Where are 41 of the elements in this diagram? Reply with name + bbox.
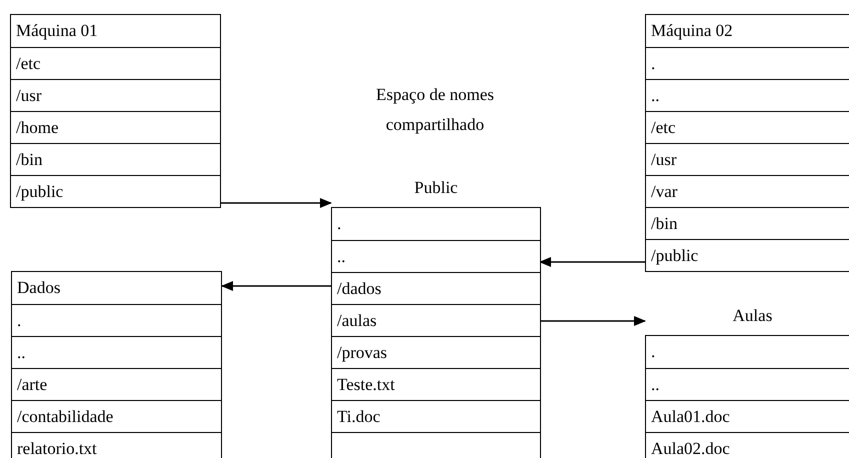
table-header-cell-text: Máquina 01 xyxy=(15,20,99,42)
table-row: .. xyxy=(12,336,221,368)
table-header-cell-text: Dados xyxy=(16,277,62,299)
table-row: .. xyxy=(646,368,849,400)
table-row: Aula02.doc xyxy=(646,432,849,458)
table-row: /home xyxy=(11,111,220,143)
table-row: /contabilidade xyxy=(12,400,221,432)
table-row: /dados xyxy=(332,272,540,304)
caption-text: Espaço de nomes compartilhado xyxy=(374,84,496,136)
table-heading: Public xyxy=(413,177,459,199)
table-row: . xyxy=(646,336,849,368)
table-row: Ti.doc xyxy=(332,400,540,432)
table-row: /provas xyxy=(332,336,540,368)
arrow xyxy=(220,198,332,208)
table-header-cell-text: Máquina 02 xyxy=(650,20,734,42)
table-heading: Aulas xyxy=(732,305,774,327)
table-row: /etc xyxy=(646,111,849,143)
table-row: /bin xyxy=(11,143,220,175)
arrow xyxy=(540,316,646,326)
directory-table xyxy=(645,14,849,272)
table-row: Teste.txt xyxy=(332,368,540,400)
directory-table xyxy=(11,271,222,458)
table-row: .. xyxy=(646,79,849,111)
arrow xyxy=(539,257,646,267)
table-row: /bin xyxy=(646,207,849,239)
directory-table xyxy=(10,14,221,208)
table-row: . xyxy=(332,208,540,240)
table-row: /aulas xyxy=(332,304,540,336)
table-row: .. xyxy=(332,240,540,272)
table-row: . xyxy=(12,304,221,336)
table-row: /arte xyxy=(12,368,221,400)
table-row: Aula01.doc xyxy=(646,400,849,432)
arrow xyxy=(221,281,332,291)
table-row: /public xyxy=(11,175,220,207)
table-row: /public xyxy=(646,239,849,271)
table-row: /var xyxy=(646,175,849,207)
table-row: /etc xyxy=(11,47,220,79)
table-row: . xyxy=(646,47,849,79)
table-row: /usr xyxy=(646,143,849,175)
table-row: /usr xyxy=(11,79,220,111)
table-row: relatorio.txt xyxy=(12,432,221,458)
